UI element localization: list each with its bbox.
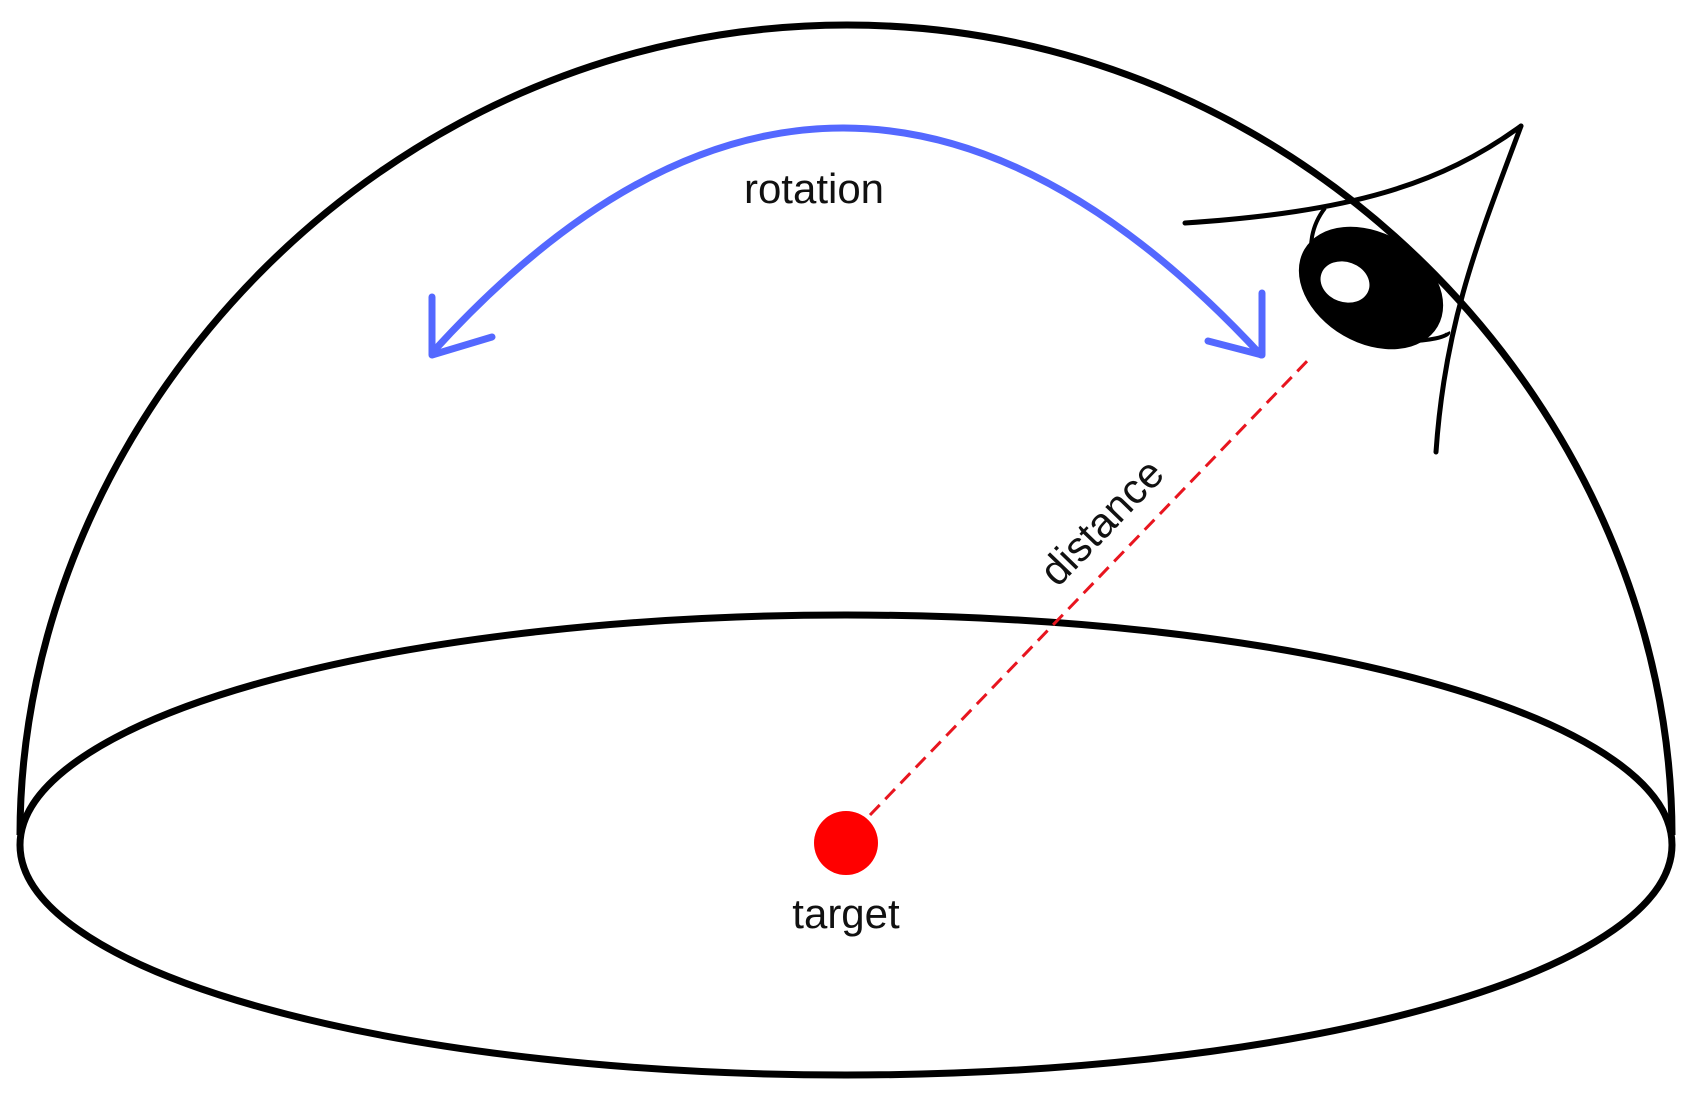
eye-icon — [1182, 123, 1524, 455]
target-dot — [814, 811, 878, 875]
target-label: target — [792, 890, 900, 937]
rotation-arc — [428, 124, 1265, 359]
frustum-line-side — [1433, 123, 1524, 455]
frustum-line-top — [1182, 123, 1524, 226]
rotation-arrow — [428, 124, 1266, 359]
rotation-label: rotation — [744, 165, 884, 212]
hemisphere-base-ellipse — [16, 611, 1676, 1079]
rotation-arrowhead-left — [428, 293, 496, 359]
hemisphere-dome — [16, 21, 1676, 836]
eye-shape — [1298, 226, 1444, 350]
distance-line — [868, 354, 1314, 817]
eye-pupil-highlight — [1320, 261, 1370, 303]
rotation-arrowhead-right — [1204, 289, 1266, 359]
eye-lid-curve — [1309, 206, 1450, 344]
